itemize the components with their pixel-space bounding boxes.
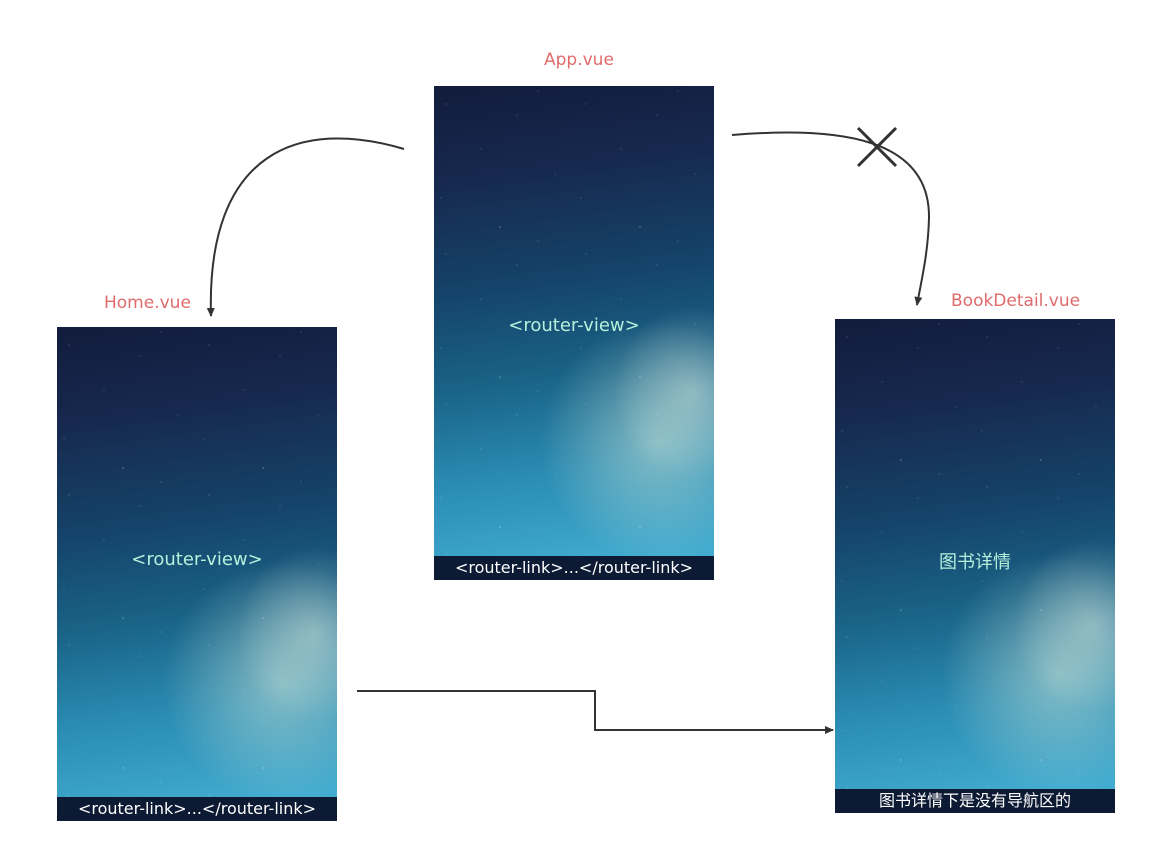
home-router-link-bar: <router-link>...</router-link> bbox=[57, 797, 337, 821]
app-vue-screen: <router-view> <router-link>...</router-l… bbox=[434, 86, 714, 580]
app-router-view-label: <router-view> bbox=[508, 315, 640, 336]
blocked-cross-icon bbox=[856, 126, 898, 168]
arrow-app-to-home bbox=[206, 137, 405, 317]
app-router-link-bar: <router-link>...</router-link> bbox=[434, 556, 714, 580]
bookdetail-center-label: 图书详情 bbox=[939, 552, 1011, 573]
home-router-view-label: <router-view> bbox=[131, 549, 263, 570]
bookdetail-vue-label: BookDetail.vue bbox=[951, 291, 1081, 311]
starfield-background bbox=[835, 319, 1115, 813]
arrow-app-to-bookdetail bbox=[731, 131, 931, 306]
arrow-home-to-bookdetail bbox=[357, 690, 834, 734]
starfield-background bbox=[57, 327, 337, 821]
starfield-background bbox=[434, 86, 714, 580]
home-vue-label: Home.vue bbox=[104, 293, 191, 313]
home-vue-screen: <router-view> <router-link>...</router-l… bbox=[57, 327, 337, 821]
app-vue-label: App.vue bbox=[544, 50, 614, 70]
bookdetail-vue-screen: 图书详情 图书详情下是没有导航区的 bbox=[835, 319, 1115, 813]
bookdetail-bottom-note: 图书详情下是没有导航区的 bbox=[835, 789, 1115, 813]
